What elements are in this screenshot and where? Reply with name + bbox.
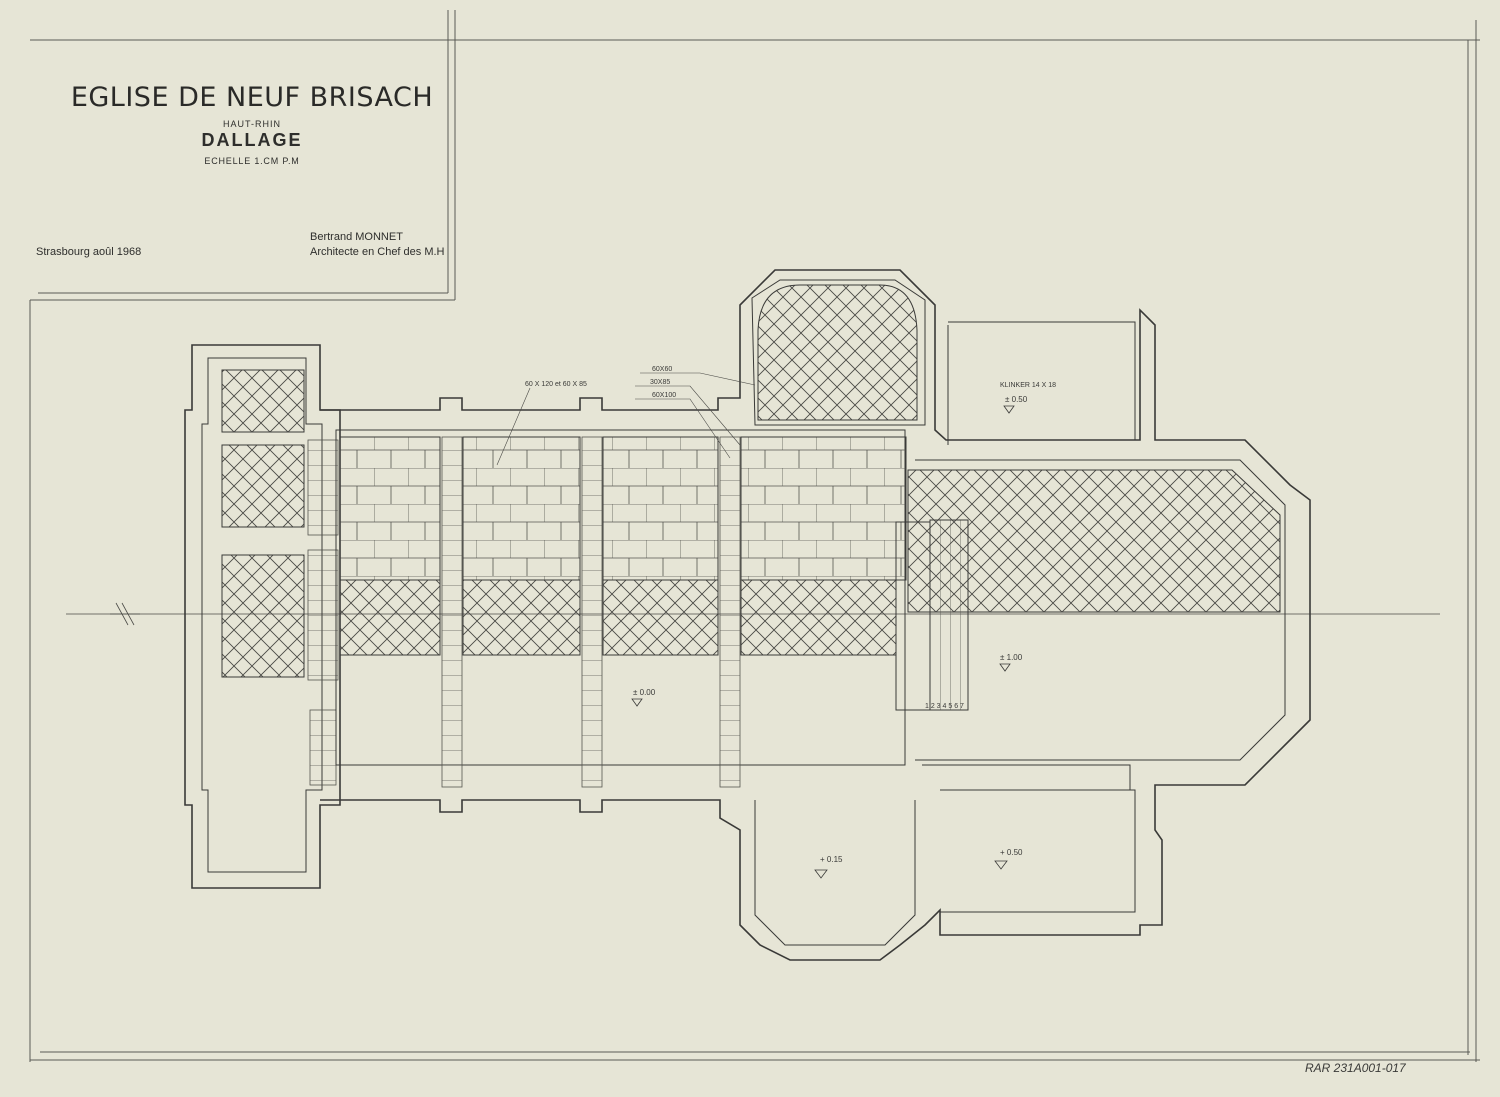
pillar-strip-2 — [581, 436, 603, 788]
choir-landing — [895, 521, 931, 711]
drawing-scale: ECHELLE 1.CM P.M — [204, 156, 300, 166]
nave-band-bay-3 — [602, 579, 719, 656]
tower-paving-1 — [221, 369, 305, 433]
choir-paving — [907, 469, 1281, 613]
architect-block: Bertrand MONNET Architecte en Chef des M… — [310, 230, 445, 260]
title-block: EGLISE DE NEUF BRISACH HAUT-RHIN DALLAGE… — [30, 10, 455, 295]
tower-paving-3 — [221, 554, 305, 678]
leader-nave — [496, 387, 531, 466]
tower-step-1 — [307, 439, 339, 536]
label-nave-slab-sizes: 60 X 120 et 60 X 85 — [525, 381, 587, 388]
nave-slabs-bay-2 — [462, 436, 581, 581]
level-choir: ± 1.00 — [1000, 653, 1023, 662]
architect-name: Bertrand MONNET — [310, 231, 403, 243]
nave-slabs-bay-3 — [602, 436, 719, 581]
level-sacristy-north: ± 0.50 — [1005, 395, 1028, 404]
level-nave: ± 0.00 — [633, 688, 656, 697]
nave-band-bay-4 — [740, 579, 897, 656]
sheet-border — [29, 10, 1480, 1062]
nave-slabs-bay-4 — [740, 436, 907, 581]
archive-reference: RAR 231A001-017 — [1305, 1061, 1406, 1075]
label-step-numbers: 1 2 3 4 5 6 7 — [925, 703, 964, 710]
architect-title: Architecte en Chef des M.H — [310, 246, 445, 258]
tower-paving-2 — [221, 444, 305, 528]
label-slab-60x60: 60X60 — [652, 366, 672, 373]
pillar-strip-3 — [719, 436, 741, 788]
level-marks — [631, 405, 1015, 879]
leaders-slabs — [635, 372, 756, 459]
tower-step-2 — [307, 549, 339, 681]
north-apse-paving — [757, 284, 918, 421]
tower-step-3 — [309, 709, 337, 786]
label-slab-60x100: 60X100 — [652, 392, 676, 399]
pillar-strip-1 — [441, 436, 463, 788]
level-chapel-south: + 0.15 — [820, 855, 843, 864]
nave-band-bay-2 — [462, 579, 581, 656]
choir-steps — [929, 519, 969, 711]
level-sacristy-south: + 0.50 — [1000, 848, 1023, 857]
nave-walls — [320, 269, 1311, 961]
drawing-region: HAUT-RHIN — [223, 119, 281, 129]
drawing-place-date: Strasbourg aoûl 1968 — [36, 246, 142, 258]
nave-band-bay-1 — [339, 579, 441, 656]
label-slab-30x85: 30X85 — [650, 379, 670, 386]
drawing-subject: DALLAGE — [201, 130, 303, 150]
drawing-title: EGLISE DE NEUF BRISACH — [70, 82, 434, 113]
nave-slabs-bay-1 — [339, 436, 441, 581]
label-clinker: KLINKER 14 X 18 — [1000, 382, 1056, 389]
